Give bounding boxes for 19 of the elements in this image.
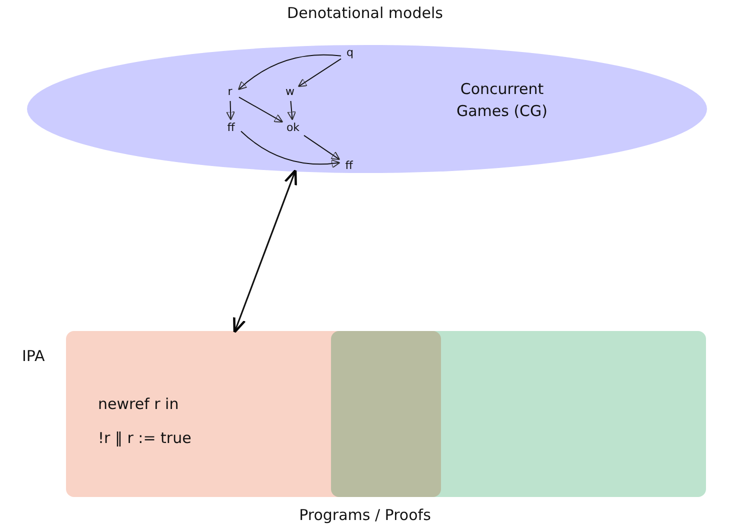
game-move: q xyxy=(343,46,357,60)
arrow xyxy=(304,134,340,160)
arrow xyxy=(287,100,296,120)
section-heading: Programs / Proofs xyxy=(299,506,431,524)
game-move: ff xyxy=(223,121,239,135)
arrow xyxy=(238,96,284,123)
game-move: r xyxy=(223,85,237,99)
game-move: ok xyxy=(284,121,302,135)
game-move: w xyxy=(283,85,297,99)
arrow xyxy=(238,54,342,90)
game-move: ff xyxy=(341,159,357,173)
section-heading: Denotational models xyxy=(287,4,443,22)
model-label: Concurrent Games (CG) xyxy=(455,79,549,122)
arrow xyxy=(240,130,340,168)
arrow xyxy=(226,100,236,120)
region-box xyxy=(331,331,706,497)
arrow xyxy=(233,169,297,334)
arrow xyxy=(298,58,342,88)
language-label: IPA xyxy=(22,347,45,365)
